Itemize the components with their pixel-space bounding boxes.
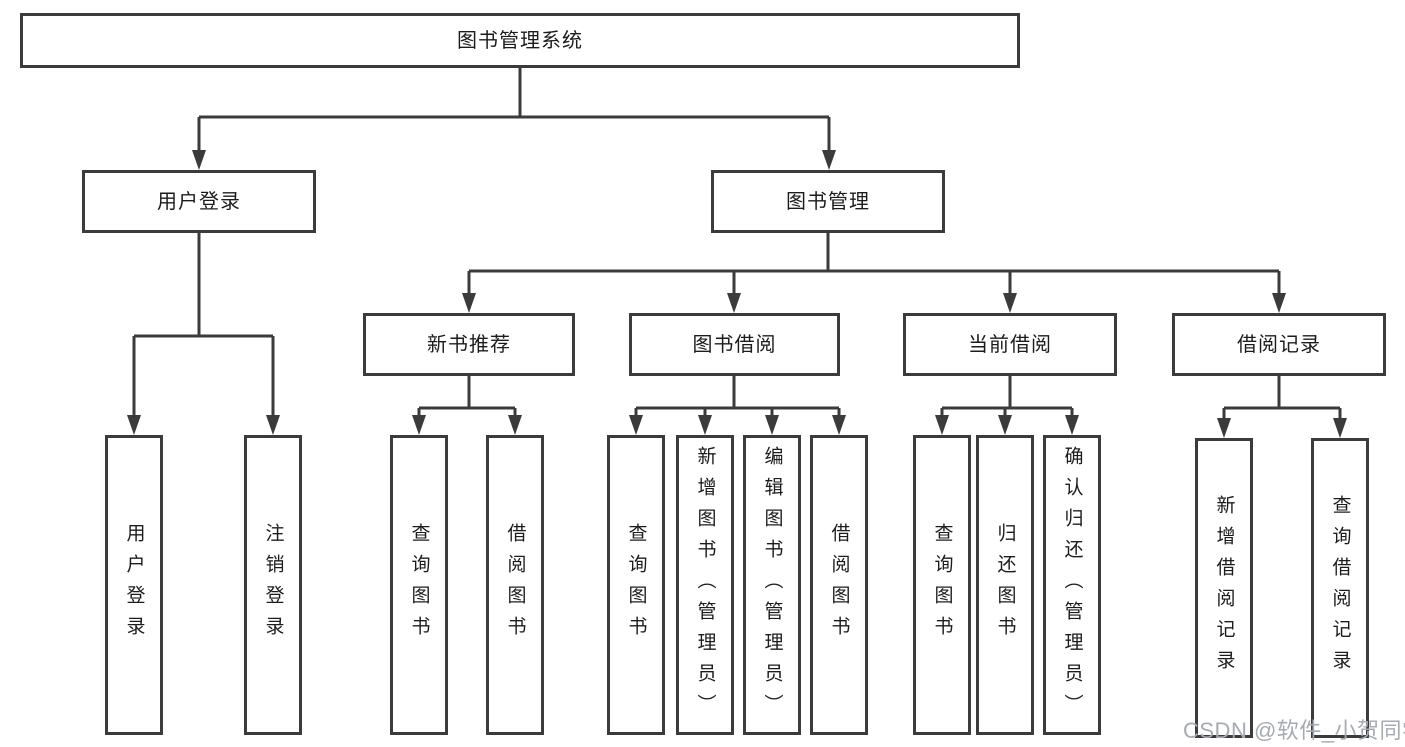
node-book-management: 图书管理 — [711, 170, 945, 233]
leaf-add-books-admin-label: 新增图书（管理员） — [694, 445, 716, 725]
leaf-confirm-return-admin: 确认归还（管理员） — [1043, 435, 1101, 735]
leaf-borrow-books: 借阅图书 — [810, 435, 868, 735]
leaf-borrow-books-label: 借阅图书 — [828, 523, 850, 647]
leaf-user-login-label: 用户登录 — [123, 523, 145, 647]
leaf-add-borrow-record: 新增借阅记录 — [1195, 438, 1253, 738]
watermark: CSDN @软件_小贺同学 — [1183, 718, 1405, 743]
node-user-login-label: 用户登录 — [157, 190, 241, 213]
node-new-book-recommend: 新书推荐 — [363, 313, 575, 376]
leaf-query-borrow-record-label: 查询借阅记录 — [1329, 495, 1351, 681]
leaf-logout-label: 注销登录 — [262, 523, 284, 647]
leaf-newbook-borrow-books-label: 借阅图书 — [504, 523, 526, 647]
leaf-logout: 注销登录 — [244, 435, 302, 735]
node-borrowing-records: 借阅记录 — [1172, 313, 1386, 376]
leaf-newbook-query-books-label: 查询图书 — [408, 523, 430, 647]
leaf-current-query-books: 查询图书 — [913, 435, 971, 735]
leaf-edit-books-admin: 编辑图书（管理员） — [743, 435, 801, 735]
leaf-confirm-return-admin-label: 确认归还（管理员） — [1061, 445, 1083, 725]
leaf-borrow-query-books-label: 查询图书 — [625, 523, 647, 647]
leaf-newbook-query-books: 查询图书 — [390, 435, 448, 735]
leaf-query-borrow-record: 查询借阅记录 — [1311, 438, 1369, 738]
leaf-user-login: 用户登录 — [105, 435, 163, 735]
node-borrowing-records-label: 借阅记录 — [1237, 333, 1321, 356]
node-root-label: 图书管理系统 — [457, 29, 583, 52]
leaf-return-books-label: 归还图书 — [994, 523, 1016, 647]
leaf-current-query-books-label: 查询图书 — [931, 523, 953, 647]
node-user-login: 用户登录 — [82, 170, 316, 233]
leaf-newbook-borrow-books: 借阅图书 — [486, 435, 544, 735]
leaf-add-borrow-record-label: 新增借阅记录 — [1213, 495, 1235, 681]
node-book-borrowing-label: 图书借阅 — [692, 333, 777, 356]
node-current-borrowing-label: 当前借阅 — [968, 333, 1052, 356]
node-current-borrowing: 当前借阅 — [903, 313, 1117, 376]
leaf-edit-books-admin-label: 编辑图书（管理员） — [761, 445, 783, 725]
node-root-system: 图书管理系统 — [20, 13, 1020, 68]
node-new-book-recommend-label: 新书推荐 — [427, 333, 511, 356]
leaf-add-books-admin: 新增图书（管理员） — [676, 435, 734, 735]
leaf-borrow-query-books: 查询图书 — [607, 435, 665, 735]
node-book-borrowing: 图书借阅 — [629, 313, 840, 376]
leaf-return-books: 归还图书 — [976, 435, 1034, 735]
node-book-management-label: 图书管理 — [786, 190, 870, 213]
